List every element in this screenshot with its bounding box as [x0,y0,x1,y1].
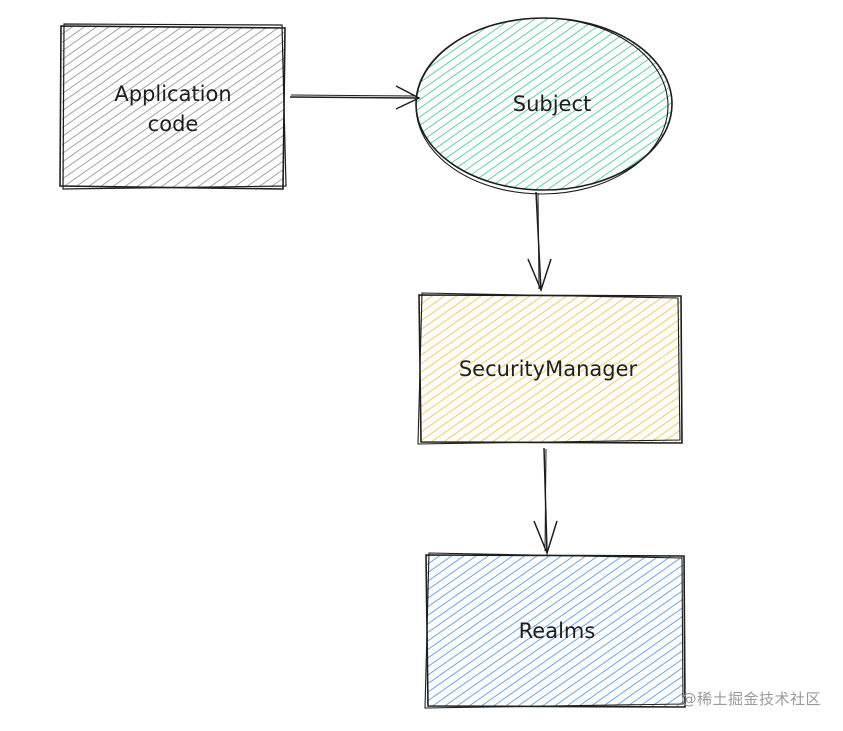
node-subject-label: Subject [513,92,592,116]
node-application-code-line1: Application [114,82,231,106]
edge-securitymanager-to-realms [533,447,558,556]
node-subject: Subject [415,17,673,195]
node-application-code: Application code [59,23,287,190]
node-securitymanager-label: SecurityManager [459,357,638,381]
node-realms: Realms [424,552,686,709]
node-securitymanager: SecurityManager [417,292,683,445]
edge-application-to-subject [289,85,421,110]
edge-subject-to-securitymanager [527,191,552,293]
node-application-code-line2: code [148,112,199,136]
watermark-text: @稀土掘金技术社区 [681,690,821,708]
node-realms-label: Realms [519,619,596,643]
